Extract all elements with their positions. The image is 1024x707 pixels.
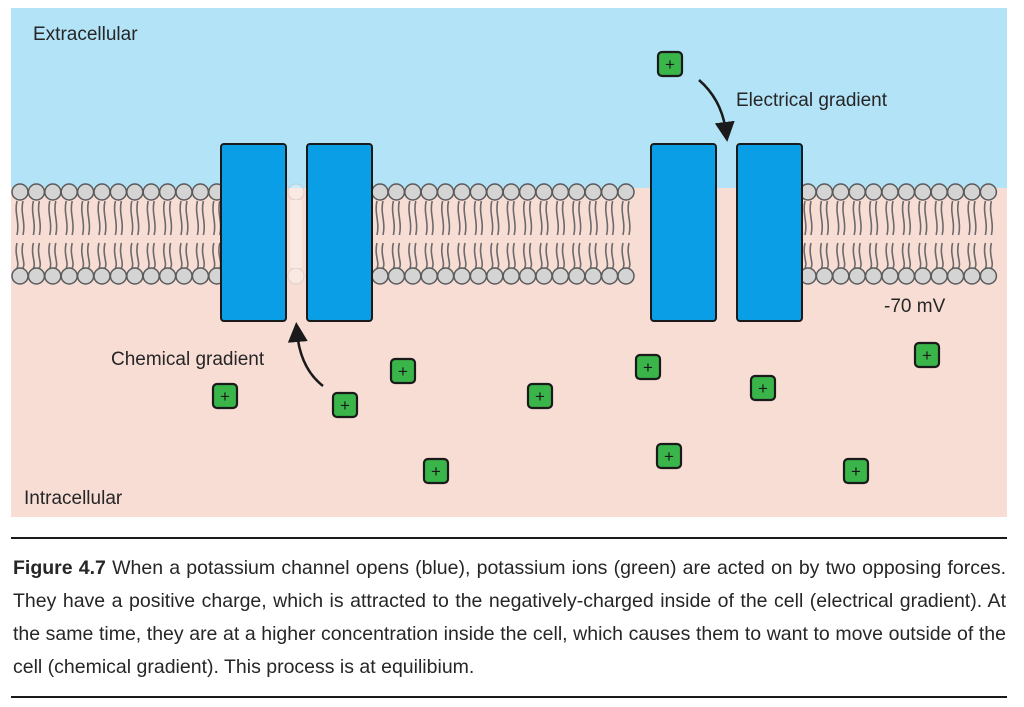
intracellular-region [11, 188, 1007, 517]
left-channel-subunit-b [306, 143, 373, 322]
phospholipid [27, 183, 46, 285]
phospholipid [600, 183, 619, 285]
ion-charge-label: + [758, 379, 768, 398]
phospholipid [93, 183, 111, 285]
potassium-ion: + [656, 50, 684, 78]
phospholipid-faint [287, 183, 305, 285]
phospholipid [387, 183, 406, 285]
phospholipid [864, 183, 883, 285]
phospholipid [44, 183, 62, 285]
phospholipid [979, 183, 998, 285]
phospholipid [551, 183, 570, 285]
phospholipid [420, 183, 438, 285]
potassium-ions: + + + + + + + + + + + [211, 50, 941, 485]
phospholipid [617, 183, 635, 285]
phospholipid [60, 183, 78, 285]
phospholipid [126, 183, 144, 285]
ion-charge-label: + [431, 462, 441, 481]
potassium-ion: + [422, 457, 450, 485]
potassium-ion: + [913, 341, 941, 369]
membrane-potential-label: -70 mV [884, 296, 946, 317]
phospholipid [518, 183, 537, 285]
left-channel-subunit-a [220, 143, 287, 322]
ion-charge-label: + [220, 387, 230, 406]
phospholipid [11, 183, 29, 285]
lipid-bilayer [11, 183, 998, 285]
figure-number: Figure 4.7 [13, 557, 106, 579]
potassium-ion: + [526, 382, 554, 410]
electrical-gradient-arrow [698, 79, 735, 142]
chemical-gradient-arrow [287, 322, 324, 387]
ion-charge-label: + [643, 358, 653, 377]
ion-charge-label: + [922, 346, 932, 365]
ion-charge-label: + [535, 387, 545, 406]
phospholipid [158, 183, 177, 285]
phospholipid [191, 183, 210, 285]
right-channel-subunit-b [736, 143, 803, 322]
phospholipid [914, 183, 932, 285]
intracellular-label: Intracellular [24, 488, 123, 509]
electrical-gradient-label: Electrical gradient [736, 90, 888, 111]
extracellular-label: Extracellular [33, 24, 138, 45]
ion-charge-label: + [664, 447, 674, 466]
phospholipid [963, 183, 981, 285]
ion-charge-label: + [665, 55, 675, 74]
phospholipid [881, 183, 899, 285]
ion-charge-label: + [851, 462, 861, 481]
ion-charge-label: + [398, 362, 408, 381]
caption-bottom-rule [11, 696, 1007, 698]
right-channel-subunit-a [650, 143, 717, 322]
caption-text: When a potassium channel opens (blue), p… [13, 557, 1007, 678]
potassium-channels [220, 143, 803, 322]
phospholipid [502, 183, 520, 285]
figure-caption: Figure 4.7 When a potassium channel open… [13, 552, 1006, 684]
chemical-gradient-label: Chemical gradient [111, 349, 265, 370]
potassium-ion: + [842, 457, 870, 485]
potassium-ion: + [331, 391, 359, 419]
phospholipid [848, 183, 866, 285]
ion-charge-label: + [340, 396, 350, 415]
potassium-ion: + [389, 357, 417, 385]
potassium-ion: + [634, 353, 662, 381]
potassium-ion: + [749, 374, 777, 402]
potassium-ion: + [211, 382, 239, 410]
potassium-ion: + [655, 442, 683, 470]
extracellular-region [11, 8, 1007, 188]
caption-top-rule [11, 537, 1007, 539]
membrane-diagram: +++++++++++ Extracellular Intracellular … [11, 8, 1007, 517]
